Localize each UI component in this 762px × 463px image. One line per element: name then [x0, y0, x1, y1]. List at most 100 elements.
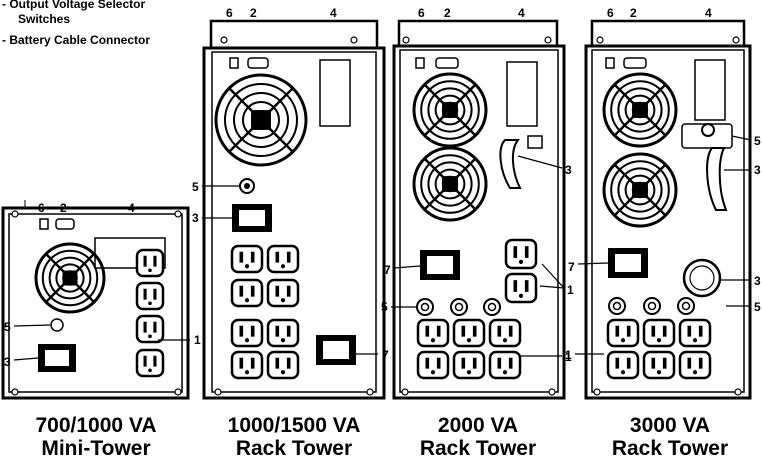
outlet-ground [148, 268, 152, 273]
outlet-ground [280, 338, 286, 343]
outlet-ground [466, 338, 472, 343]
outlet-slot [508, 357, 513, 369]
outlet-slot [497, 325, 502, 337]
callout-4: 4 [330, 6, 337, 20]
outlet-slot [250, 325, 255, 337]
battery-connector-plate [506, 61, 538, 127]
outlet-slot [662, 357, 667, 369]
fan-ring [224, 83, 298, 157]
breaker-button [420, 302, 430, 312]
outlet-slot [275, 285, 280, 297]
outlet-slot [425, 357, 430, 369]
outlet-slot [436, 357, 441, 369]
outlet-slot [698, 325, 703, 337]
fan-grille-upper [602, 72, 678, 148]
fan-grille [214, 73, 308, 167]
outlet-slot [687, 325, 692, 337]
outlet-ground [518, 259, 524, 264]
callout-3: 3 [192, 211, 199, 225]
outlet-ground [280, 370, 286, 375]
callout-6: 6 [38, 201, 45, 215]
outlet-slot [286, 325, 291, 337]
callout-1: 1 [194, 333, 201, 347]
breaker-button [454, 302, 464, 312]
outlet-slot [513, 280, 518, 292]
fan-grille-upper [412, 72, 488, 148]
breaker [643, 297, 661, 315]
outlet-slot [143, 355, 147, 367]
voltage-switch [415, 57, 425, 69]
fan-ring [41, 249, 99, 307]
outlet-slot [472, 325, 477, 337]
fan-hub [632, 102, 648, 118]
caption-line1: 700/1000 VA [35, 414, 156, 437]
callout-3: 3 [565, 163, 572, 177]
outlet-slot [436, 325, 441, 337]
outlet-slot [425, 325, 430, 337]
chassis-inner [8, 213, 183, 393]
outlet-ground [502, 338, 508, 343]
outlet-slot [250, 251, 255, 263]
outlet-slot [698, 357, 703, 369]
outlet-group [416, 318, 522, 380]
outlet-ground [692, 370, 698, 375]
outlet-slot [461, 325, 466, 337]
output-cable [706, 147, 728, 211]
outlet-slot [239, 285, 244, 297]
outlet-slot [153, 321, 157, 333]
breaker-button [681, 301, 691, 311]
callout-3: 3 [754, 163, 761, 177]
outlet-slot [153, 355, 157, 367]
chassis-inner [211, 51, 377, 393]
outlet-slot [286, 285, 291, 297]
breaker [701, 123, 715, 137]
outlet-slot [615, 357, 620, 369]
outlet-ground [518, 293, 524, 298]
callout-5: 5 [192, 180, 199, 194]
outlet-slot [250, 357, 255, 369]
screw [350, 36, 358, 44]
fan-ring [610, 160, 670, 220]
breaker [416, 298, 434, 316]
serial-port [247, 57, 269, 69]
breaker [50, 318, 64, 332]
outlet-slot [143, 321, 147, 333]
fan-ring [427, 87, 473, 133]
callout-7: 7 [384, 263, 391, 277]
screw [596, 36, 604, 44]
battery-connector-plate [94, 237, 166, 269]
screw [174, 388, 182, 396]
screw [734, 388, 742, 396]
serial-port [55, 218, 75, 230]
breaker [608, 297, 626, 315]
outlet-ground [620, 370, 626, 375]
fan-grille-lower [602, 152, 678, 228]
fan-grille [34, 242, 106, 314]
outlet-group [230, 244, 300, 380]
outlet-slot [626, 325, 631, 337]
screw [402, 36, 410, 44]
outlet-ground [244, 370, 250, 375]
breaker-button [612, 301, 622, 311]
outlet-slot [153, 255, 157, 267]
outlet-slot [239, 325, 244, 337]
screw [11, 210, 19, 218]
outlet-ground [148, 301, 152, 306]
callout-4: 4 [705, 6, 712, 20]
outlet-ground [148, 334, 152, 339]
top-bezel [209, 19, 379, 50]
outlet-slot [524, 246, 529, 258]
fan-ring [617, 167, 663, 213]
serial-port [435, 57, 459, 69]
outlet-ground [620, 338, 626, 343]
outlet-slot [513, 246, 518, 258]
outlet-slot [461, 357, 466, 369]
outlet-ground [244, 298, 250, 303]
outlet-ground [244, 338, 250, 343]
fan-hub [442, 176, 458, 192]
chassis-inner [399, 49, 559, 393]
screw [544, 36, 552, 44]
outlet-slot [524, 280, 529, 292]
fan-ring [427, 161, 473, 207]
